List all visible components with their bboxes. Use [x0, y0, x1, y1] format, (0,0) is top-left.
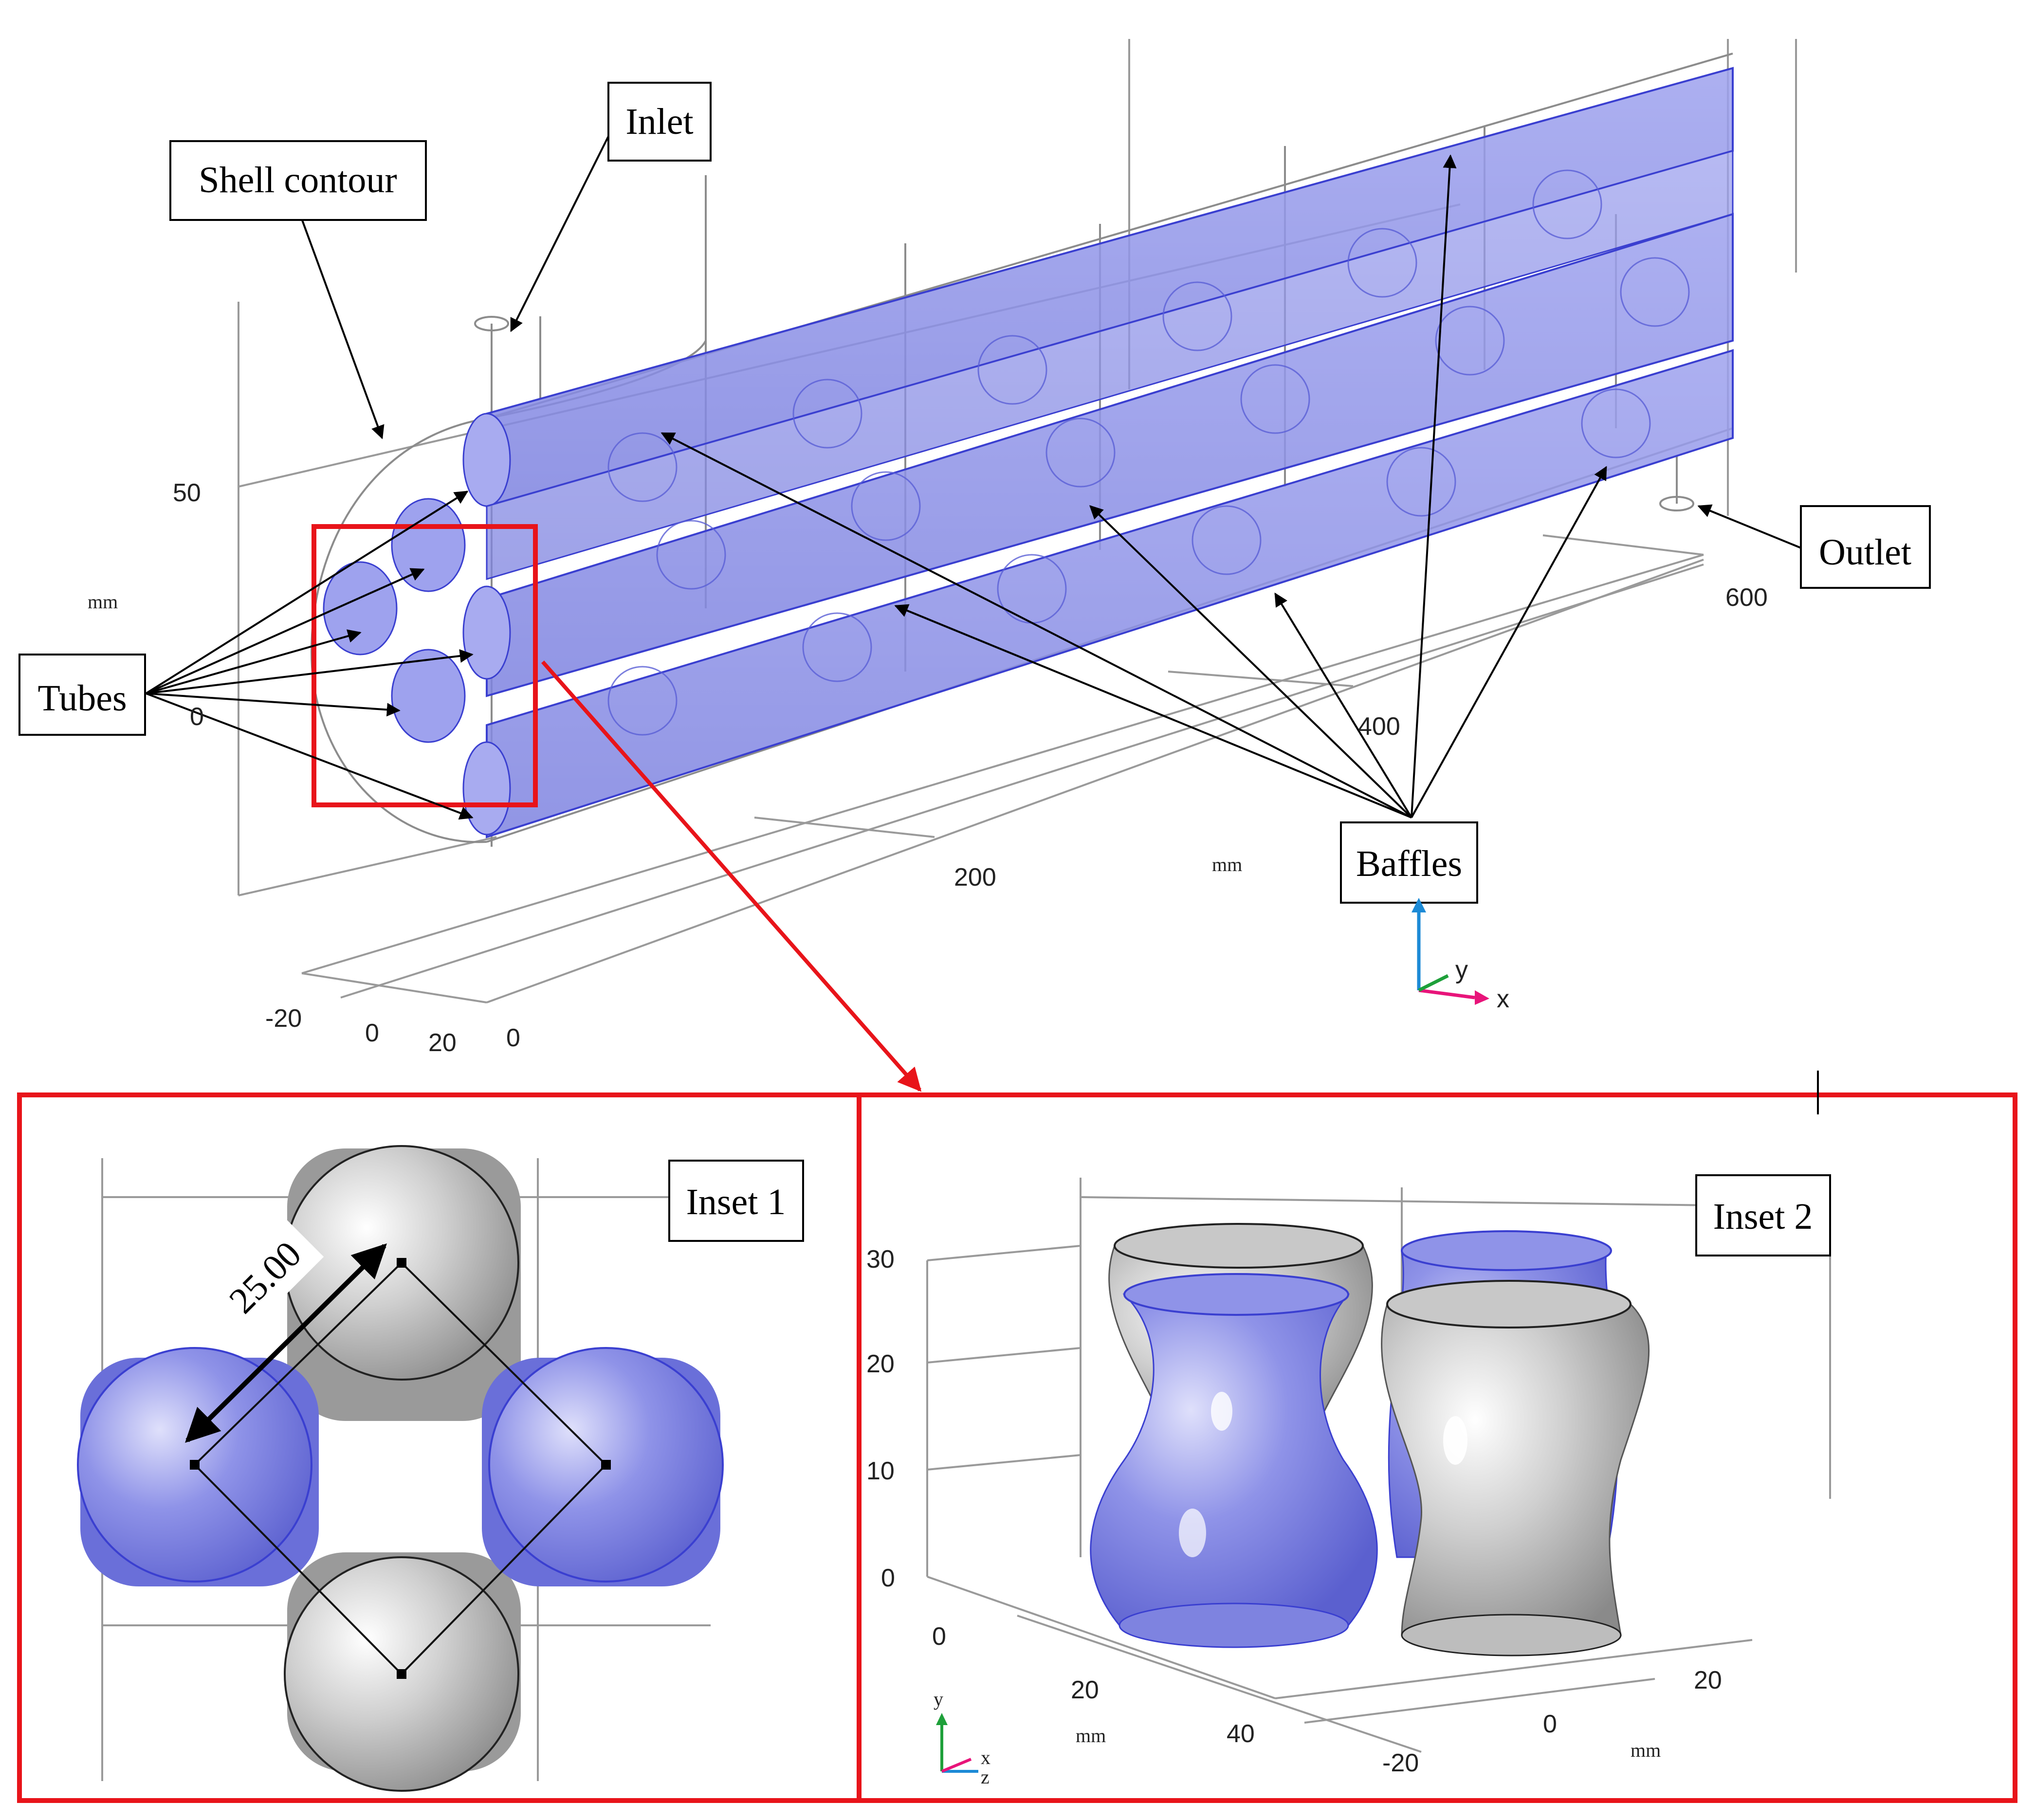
z-tick-0: 0	[365, 1019, 379, 1047]
inset1-dimension-arrow	[185, 1243, 387, 1443]
x-tick-400: 400	[1358, 712, 1400, 741]
label-tubes: Tubes	[18, 654, 146, 736]
zoom-highlight-box	[312, 524, 538, 807]
svg-text:0: 0	[881, 1564, 895, 1592]
label-baffles: Baffles	[1340, 821, 1478, 904]
svg-text:0: 0	[932, 1622, 946, 1651]
svg-text:y: y	[934, 1688, 943, 1710]
svg-text:-20: -20	[1382, 1749, 1419, 1777]
svg-text:Tubes: Tubes	[37, 678, 127, 719]
main-3d-view: Shell contour Inlet Outlet Tubes Baffles…	[18, 39, 1931, 1111]
svg-text:Inset 2: Inset 2	[1713, 1196, 1813, 1237]
inset2-axis-ticks: 30 20 10 0 0 20 40 mm 20 0 -20 mm	[866, 1245, 1722, 1777]
svg-text:10: 10	[866, 1457, 895, 1485]
svg-text:0: 0	[1543, 1710, 1557, 1738]
zoom-connector-arrow	[541, 660, 922, 1092]
inset2-axes-box	[926, 1178, 1831, 1753]
inset1-gray-tube-top	[284, 1145, 521, 1421]
y-tick-0: 0	[190, 703, 204, 731]
main-axis-ticks: 50 mm 0 200 400 600 mm -20 0 20 0 mm	[88, 479, 1768, 1111]
svg-text:20: 20	[1694, 1666, 1722, 1694]
z-tick-0b: 0	[506, 1024, 520, 1052]
svg-text:x: x	[1497, 985, 1509, 1013]
annotation-arrows	[145, 126, 1806, 820]
svg-text:Baffles: Baffles	[1356, 843, 1462, 884]
svg-text:mm: mm	[1076, 1725, 1106, 1747]
z-tick-neg20: -20	[265, 1004, 302, 1033]
label-outlet: Outlet	[1800, 505, 1931, 589]
svg-text:20: 20	[866, 1350, 895, 1378]
inset-1-panel: 25.00 Inset 1	[17, 1092, 862, 1803]
svg-text:Inlet: Inlet	[625, 101, 693, 142]
tube-bundle	[323, 67, 1734, 838]
x-tick-200: 200	[954, 863, 996, 892]
svg-text:x: x	[981, 1747, 990, 1768]
z-tick-20: 20	[428, 1029, 457, 1057]
label-inset-2: Inset 2	[1695, 1174, 1831, 1256]
inset2-blue-tube-front	[1090, 1273, 1378, 1648]
tube-end-faces	[323, 498, 511, 836]
svg-text:Inset 1: Inset 1	[686, 1182, 786, 1222]
main-axis-triad: y x	[1412, 898, 1509, 1013]
label-inset-1: Inset 1	[668, 1160, 804, 1242]
y-tick-50: 50	[173, 479, 201, 507]
x-axis-unit: mm	[1212, 854, 1242, 875]
y-axis-unit: mm	[88, 591, 118, 613]
svg-text:mm: mm	[1631, 1739, 1661, 1761]
svg-text:30: 30	[866, 1245, 895, 1274]
x-tick-600: 600	[1725, 583, 1768, 612]
svg-text:Outlet: Outlet	[1819, 532, 1911, 573]
svg-text:y: y	[1455, 956, 1468, 984]
inset-2-panel: 30 20 10 0 0 20 40 mm 20 0 -20 mm y x z …	[857, 1071, 2017, 1803]
inset1-center-points	[190, 1258, 611, 1679]
svg-text:Shell contour: Shell contour	[199, 160, 397, 200]
inset2-axis-triad: y x z	[934, 1688, 990, 1788]
label-inlet: Inlet	[607, 82, 712, 162]
svg-text:40: 40	[1227, 1720, 1255, 1748]
label-shell-contour: Shell contour	[169, 140, 427, 221]
inset2-gray-tube-front	[1381, 1280, 1650, 1656]
svg-text:20: 20	[1071, 1676, 1099, 1704]
svg-text:z: z	[981, 1766, 990, 1788]
